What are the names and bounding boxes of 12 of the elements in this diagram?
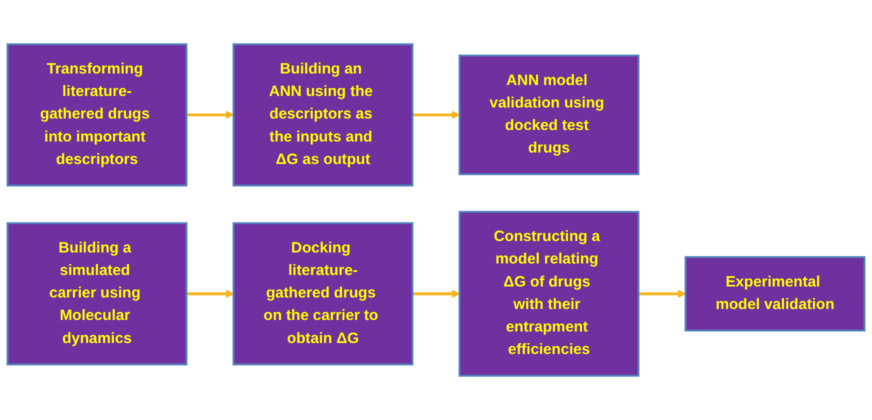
arrow	[186, 110, 234, 120]
arrow	[412, 110, 460, 120]
node-box: Docking literature-gathered drugs on the carrier to obtain ΔG	[232, 222, 414, 366]
arrow	[412, 290, 460, 298]
arrow	[638, 290, 686, 298]
node-box: Constructing a model relating ΔG of drugs with their entrapment efficiencies	[458, 210, 640, 377]
node-box: Building an ANN using the descriptors as the inputs and ΔG as output	[232, 43, 414, 186]
arrow	[186, 290, 234, 298]
node-box: ANN model validation using docked test drugs	[458, 54, 640, 176]
node-box: Building a simulated carrier using Molecular dynamics	[6, 222, 188, 366]
node-box: Experimental model validation	[684, 256, 866, 332]
node-box: Transforming literature-gathered drugs into important descriptors	[6, 43, 188, 186]
